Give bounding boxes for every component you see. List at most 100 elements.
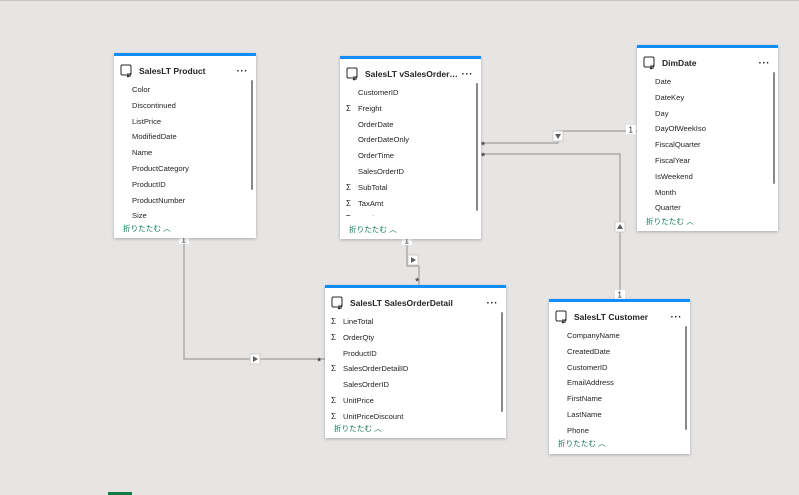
field-row[interactable]: Phone <box>549 423 690 439</box>
field-name: Freight <box>358 103 382 113</box>
sum-icon: Σ <box>331 332 336 342</box>
more-options-icon[interactable]: ··· <box>461 68 473 80</box>
table-title: SalesLT SalesOrderDetail <box>350 298 453 308</box>
table-header[interactable]: SalesLT SalesOrderDetail ··· <box>325 288 506 314</box>
field-name: ProductNumber <box>132 195 186 205</box>
field-row[interactable]: ModifiedDate <box>114 129 256 145</box>
more-options-icon[interactable]: ··· <box>486 297 498 309</box>
field-row[interactable]: CustomerID <box>340 85 481 101</box>
field-row[interactable]: CreatedDate <box>549 344 690 360</box>
field-row[interactable]: DayOfWeekIso <box>637 121 778 137</box>
field-row[interactable]: IsWeekend <box>637 169 778 185</box>
sum-icon: Σ <box>346 211 351 216</box>
collapse-link[interactable]: 折りたたむ ︿ <box>349 225 397 234</box>
field-row[interactable]: ProductCategory <box>114 161 256 177</box>
svg-text:*: * <box>415 276 420 288</box>
table-title: SalesLT Product <box>139 66 206 76</box>
field-name: ListPrice <box>132 116 162 126</box>
more-options-icon[interactable]: ··· <box>670 311 682 323</box>
more-options-icon[interactable]: ··· <box>758 57 770 69</box>
collapse-link[interactable]: 折りたたむ ︿ <box>558 439 606 448</box>
field-row[interactable]: OrderTime <box>340 148 481 164</box>
cardinality-orderdetail-many-top: * <box>415 276 420 288</box>
field-name: CustomerID <box>358 88 399 97</box>
field-row[interactable]: SalesOrderID <box>340 164 481 180</box>
table-header[interactable]: SalesLT Customer ··· <box>549 302 690 328</box>
field-name: SalesOrderID <box>343 380 390 390</box>
scrollbar[interactable] <box>773 72 775 184</box>
field-row[interactable]: DateKey <box>637 90 778 106</box>
field-row[interactable]: FiscalQuarter <box>637 137 778 153</box>
scrollbar[interactable] <box>476 83 478 211</box>
field-row[interactable]: Quarter <box>637 200 778 216</box>
scrollbar[interactable] <box>251 80 253 190</box>
table-icon <box>555 310 567 324</box>
cardinality-orderdetail-many-left: * <box>317 356 322 368</box>
relationship-product-orderdetail[interactable] <box>183 236 325 360</box>
table-card-order-header[interactable]: SalesLT vSalesOrderHea... ··· CustomerID… <box>340 56 481 239</box>
field-row[interactable]: Discontinued <box>114 98 256 114</box>
field-name: ProductID <box>132 179 166 189</box>
field-row[interactable]: FiscalYear <box>637 153 778 169</box>
collapse-link[interactable]: 折りたたむ ︿ <box>123 224 171 233</box>
relationship-header-orderdetail[interactable] <box>406 236 420 285</box>
field-row[interactable]: ProductID <box>325 346 506 362</box>
field-row[interactable]: Date <box>637 74 778 90</box>
field-row[interactable]: OrderDateOnly <box>340 132 481 148</box>
field-row[interactable]: SalesOrderID <box>325 377 506 393</box>
field-name: CustomerID <box>567 362 608 372</box>
field-name: SubTotal <box>358 182 388 192</box>
field-row[interactable]: Size <box>114 208 256 224</box>
field-row[interactable]: CustomerID <box>549 360 690 376</box>
field-name: OrderQty <box>343 332 375 342</box>
cardinality-product-one: 1 <box>179 235 189 245</box>
relationship-header-customer[interactable] <box>481 153 621 300</box>
field-row[interactable]: Day <box>637 106 778 122</box>
field-row[interactable]: FirstName <box>549 391 690 407</box>
more-options-icon[interactable]: ··· <box>236 65 248 77</box>
field-row[interactable]: Color <box>114 82 256 98</box>
field-row[interactable]: ListPrice <box>114 114 256 130</box>
field-row[interactable]: Name <box>114 145 256 161</box>
field-row[interactable]: OrderDate <box>340 117 481 133</box>
collapse-link[interactable]: 折りたたむ ︿ <box>334 424 382 433</box>
table-header[interactable]: SalesLT Product ··· <box>114 56 256 82</box>
table-header[interactable]: DimDate ··· <box>637 48 778 74</box>
field-name: CompanyName <box>567 331 620 340</box>
field-row[interactable]: ΣTotalDue <box>340 211 481 216</box>
field-name: FirstName <box>567 394 603 404</box>
scrollbar[interactable] <box>685 326 687 430</box>
table-icon <box>643 56 655 70</box>
field-name: UnitPrice <box>343 395 374 405</box>
field-row[interactable]: EmailAddress <box>549 375 690 391</box>
field-name: Quarter <box>655 203 681 213</box>
bottom-tab-indicator <box>108 492 132 495</box>
field-row[interactable]: ProductID <box>114 177 256 193</box>
table-header[interactable]: SalesLT vSalesOrderHea... ··· <box>340 59 481 85</box>
field-name: Date <box>655 77 672 86</box>
field-row[interactable]: Month <box>637 185 778 201</box>
field-row[interactable]: ProductNumber <box>114 193 256 209</box>
field-row[interactable]: Σ OrderQty <box>325 330 506 346</box>
field-row[interactable]: CompanyName <box>549 328 690 344</box>
field-row[interactable]: LastName <box>549 407 690 423</box>
collapse-link[interactable]: 折りたたむ ︿ <box>646 217 694 226</box>
scrollbar[interactable] <box>501 312 503 412</box>
